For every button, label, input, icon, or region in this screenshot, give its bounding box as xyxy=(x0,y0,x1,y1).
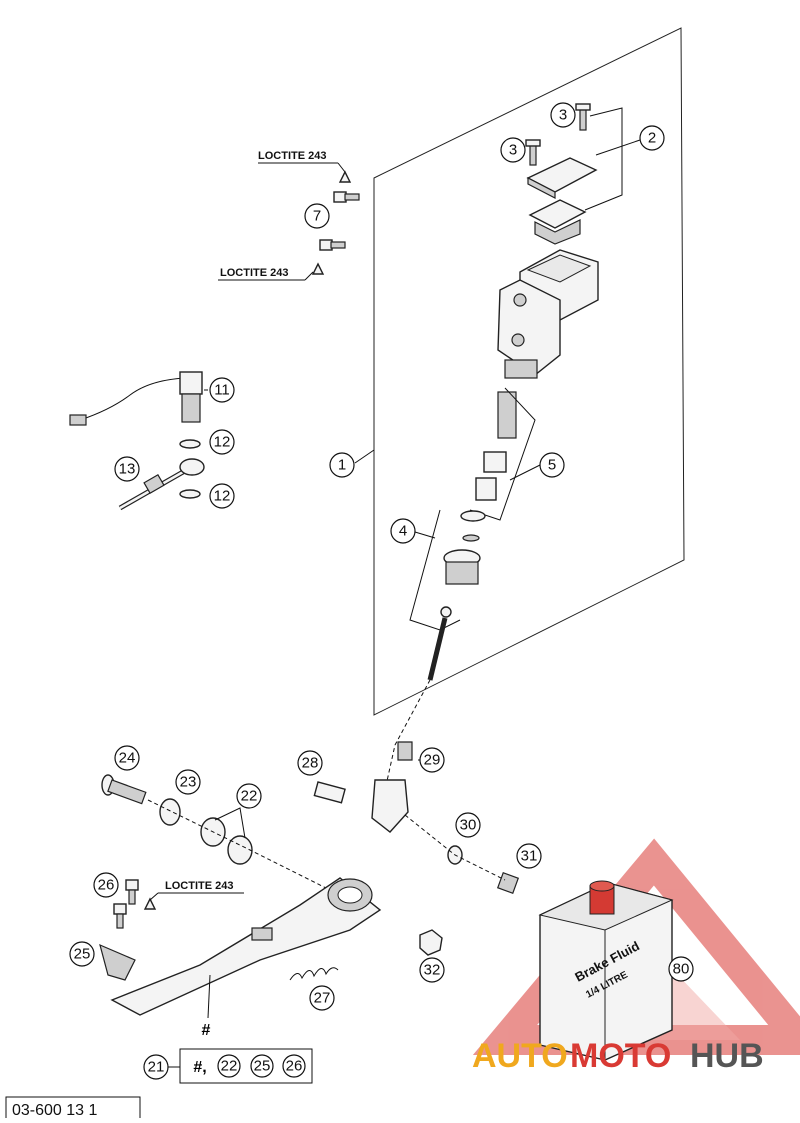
loctite-label-middle: LOCTITE 243 xyxy=(220,267,288,279)
callout-21: 21 xyxy=(148,1059,165,1076)
clevis-part xyxy=(313,741,413,833)
loctite-label-bottom: LOCTITE 243 xyxy=(165,880,233,892)
callout-3a: 3 xyxy=(559,107,567,124)
master-cylinder-body-part xyxy=(497,249,599,379)
screw-part xyxy=(525,103,591,166)
callout-12b: 12 xyxy=(214,488,231,505)
brake-hose-part xyxy=(118,458,205,511)
drawing-number: 03-600 13 1 xyxy=(12,1102,98,1118)
callout-11: 11 xyxy=(214,382,230,399)
piston-part xyxy=(475,391,517,501)
push-rod-part xyxy=(427,606,452,681)
nut-part xyxy=(419,929,443,956)
callout-31: 31 xyxy=(521,848,538,865)
reservoir-cap-part xyxy=(526,157,598,245)
callout-7: 7 xyxy=(313,208,321,225)
watermark-moto: MOTO xyxy=(570,1037,671,1075)
callout-1: 1 xyxy=(338,457,346,474)
callout-3b: 3 xyxy=(509,142,517,159)
callout-29: 29 xyxy=(424,752,441,769)
callout-22a: 22 xyxy=(241,788,258,805)
callout-24: 24 xyxy=(119,750,136,767)
callout-28: 28 xyxy=(302,755,319,772)
callout-27: 27 xyxy=(314,990,331,1007)
callout-80: 80 xyxy=(673,961,690,978)
watermark-hub: HUB xyxy=(690,1037,764,1075)
bolt-part xyxy=(319,191,360,251)
legend-callout-22: 22 xyxy=(221,1058,238,1075)
assembly-frame xyxy=(373,27,685,716)
callout-12a: 12 xyxy=(214,434,231,451)
callout-26a: 26 xyxy=(98,877,115,894)
return-spring-part xyxy=(289,967,339,981)
legend-callout-25: 25 xyxy=(254,1058,271,1075)
legend-hash: #, xyxy=(193,1059,206,1076)
loctite-label-top: LOCTITE 243 xyxy=(258,150,326,162)
watermark-text: AUTO MOTO HUB xyxy=(472,1037,764,1075)
callout-25a: 25 xyxy=(74,946,91,963)
callout-30: 30 xyxy=(460,817,477,834)
callout-32: 32 xyxy=(424,962,441,979)
legend-callout-26: 26 xyxy=(286,1058,303,1075)
pedal-hash-mark: # xyxy=(202,1022,211,1039)
callout-13: 13 xyxy=(119,461,136,478)
callout-5: 5 xyxy=(548,457,556,474)
pivot-bolt-part xyxy=(101,774,147,805)
brake-switch-part xyxy=(69,371,203,426)
brake-fluid-bottle-part: Brake Fluid 1/4 LITRE xyxy=(538,880,674,1061)
watermark-auto: AUTO xyxy=(472,1037,568,1075)
callout-4: 4 xyxy=(399,523,407,540)
callout-23: 23 xyxy=(180,774,197,791)
callout-2: 2 xyxy=(648,130,656,147)
brake-pedal-part xyxy=(99,877,382,1016)
seal-kit-part xyxy=(443,510,486,585)
